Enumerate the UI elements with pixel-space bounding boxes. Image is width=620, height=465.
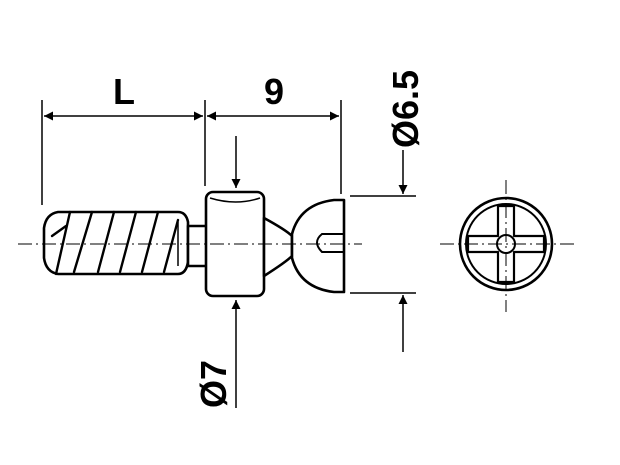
thread-lines (50, 210, 180, 276)
dimension-length-L: L (41, 71, 206, 205)
threaded-shank (42, 210, 190, 276)
label-collar-diameter: Ø7 (193, 360, 234, 408)
dimension-collar-diameter: Ø7 (193, 136, 241, 408)
label-collar-width: 9 (264, 71, 284, 112)
label-head-diameter: Ø6.5 (385, 70, 426, 148)
dimension-collar-width: 9 (207, 71, 342, 194)
dimension-head-diameter: Ø6.5 (350, 70, 426, 352)
head-slot (316, 233, 344, 253)
bolt-side-view (18, 190, 362, 298)
bolt-end-view (440, 180, 576, 312)
head-neck (262, 216, 294, 278)
label-length: L (113, 71, 135, 112)
